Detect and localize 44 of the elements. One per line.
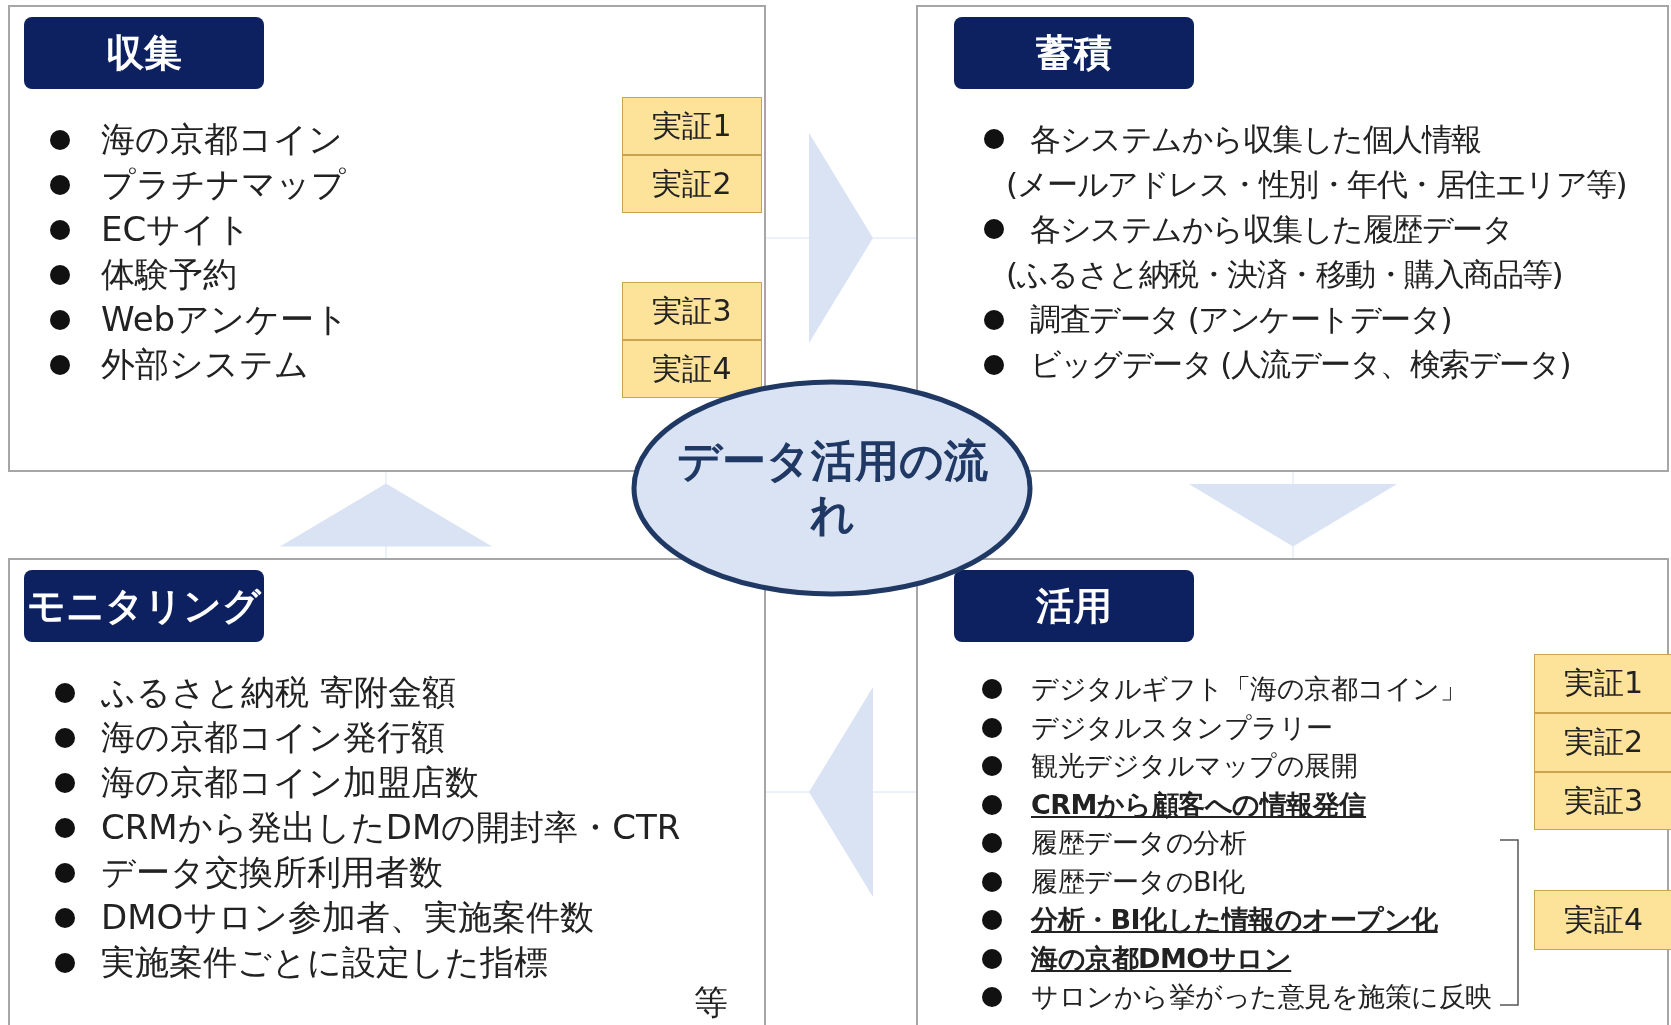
chevron-arrow <box>280 471 492 559</box>
list-item: 調査データ (アンケートデータ) <box>984 297 1452 342</box>
heading-tab: 蓄積 <box>954 17 1194 89</box>
tag-label: 実証1 <box>1534 654 1671 713</box>
list-item: 観光デジタルマップの展開 <box>982 747 1357 786</box>
list-item: デジタルギフト「海の京都コイン」 <box>982 670 1466 709</box>
list-item: 海の京都DMOサロン <box>982 939 1292 978</box>
list-item: ふるさと納税 寄附金額 <box>55 670 456 715</box>
list-item: 履歴データの分析 <box>982 824 1246 863</box>
list-item: 実施案件ごとに設定した指標 <box>55 940 548 985</box>
tag-label: 実証1 <box>622 97 762 155</box>
list-item: サロンから挙がった意見を施策に反映 <box>982 978 1492 1017</box>
tag-label: 実証3 <box>622 282 762 340</box>
list-item: 外部システム <box>50 342 309 387</box>
list-item: 履歴データのBI化 <box>982 862 1245 901</box>
panel <box>8 558 766 1025</box>
list-item: プラチナマップ <box>50 162 346 207</box>
list-item: DMOサロン参加者、実施案件数 <box>55 895 595 940</box>
list-item: Webアンケート <box>50 297 350 342</box>
tag-label: 実証2 <box>1534 713 1671 772</box>
list-item: 海の京都コイン発行額 <box>55 715 445 760</box>
list-item: CRMから発出したDMの開封率・CTR <box>55 805 681 850</box>
list-item: CRMから顧客への情報発信 <box>982 785 1366 824</box>
heading-tab: モニタリング <box>24 570 264 642</box>
tag-label: 実証3 <box>1534 772 1671 830</box>
chevron-arrow <box>1188 471 1398 559</box>
tag-label: 実証2 <box>622 155 762 213</box>
list-item: データ交換所利用者数 <box>55 850 443 895</box>
note-text: 等 <box>694 981 728 1024</box>
heading-tab: 活用 <box>954 570 1194 642</box>
list-item: 海の京都コイン <box>50 117 343 162</box>
chevron-arrow <box>765 687 917 897</box>
list-item: デジタルスタンプラリー <box>982 708 1333 747</box>
list-item: 体験予約 <box>50 252 237 297</box>
list-item: 海の京都コイン加盟店数 <box>55 760 479 805</box>
tag-label: 実証4 <box>1534 890 1671 950</box>
list-item: 分析・BI化した情報のオープン化 <box>982 901 1438 940</box>
panel <box>916 558 1669 1025</box>
chevron-arrow <box>765 133 917 343</box>
list-item: ECサイト <box>50 207 252 252</box>
list-item: 各システムから収集した個人情報(メールアドレス・性別・年代・居住エリア等) <box>984 117 1627 207</box>
list-item: 各システムから収集した履歴データ(ふるさと納税・決済・移動・購入商品等) <box>984 207 1563 297</box>
tag-label: 実証4 <box>622 340 762 398</box>
heading-tab: 収集 <box>24 17 264 89</box>
